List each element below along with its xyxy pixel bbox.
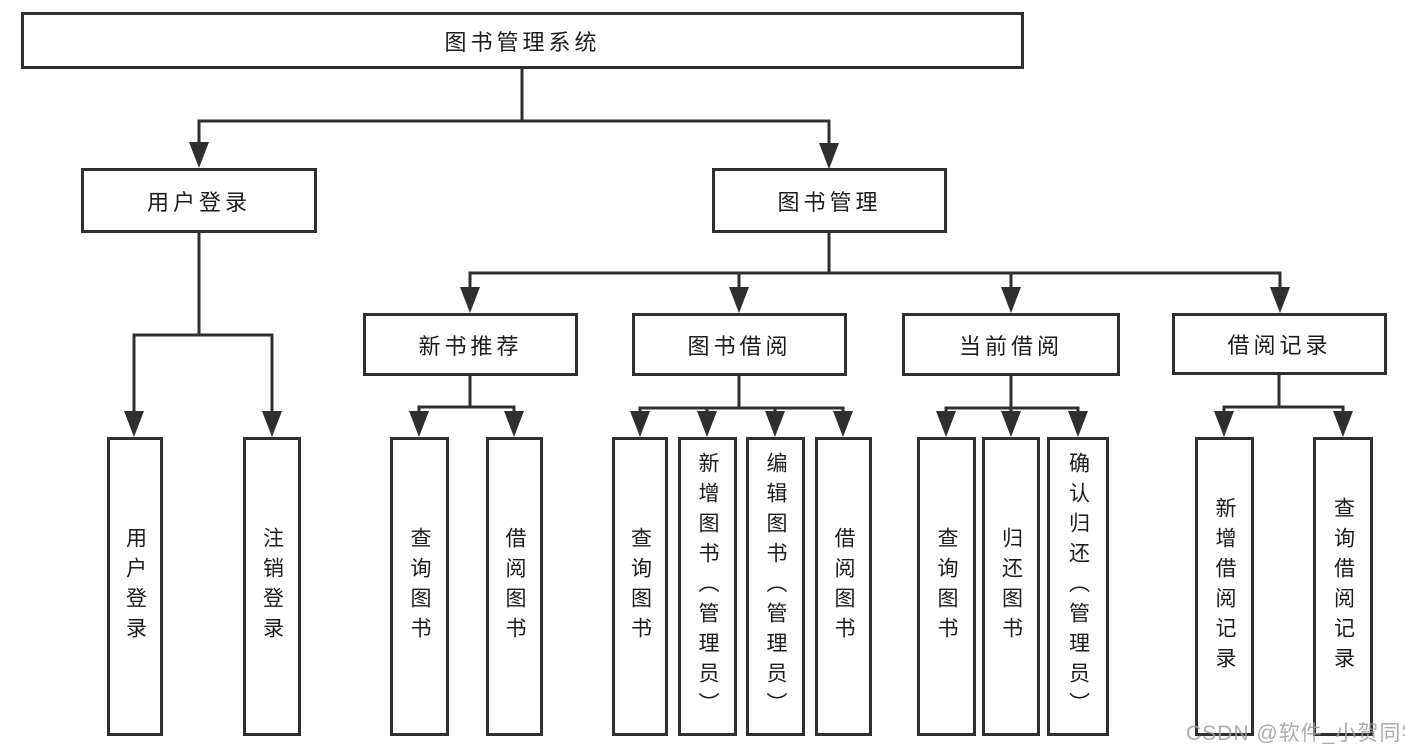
leaf-query-book-borrow: 查询图书 [612, 437, 668, 736]
node-label: 新书推荐 [418, 333, 523, 359]
connector-book-borrowing [630, 376, 853, 437]
connector-current-borrowing [936, 376, 1088, 437]
leaf-confirm-return-admin: 确认归还（管理员） [1047, 437, 1109, 736]
leaf-user-login: 用户登录 [107, 437, 163, 736]
node-label: 当前借阅 [958, 333, 1063, 359]
node-borrowing-records: 借阅记录 [1172, 313, 1387, 375]
leaf-query-book-new: 查询图书 [390, 437, 449, 736]
leaf-add-book-admin: 新增图书（管理员） [678, 437, 737, 736]
connector-new-book [409, 376, 524, 437]
leaf-query-book-current: 查询图书 [917, 437, 976, 736]
node-label: 查询图书 [935, 526, 958, 647]
node-label: 确认归还（管理员） [1066, 451, 1090, 722]
node-label: 借阅图书 [503, 526, 526, 647]
node-label: 编辑图书（管理员） [764, 451, 787, 722]
connector-borrowing-records [1214, 375, 1353, 437]
node-label: 查询借阅记录 [1331, 496, 1355, 677]
leaf-query-borrow-record: 查询借阅记录 [1313, 437, 1373, 736]
leaf-borrow-book-new: 借阅图书 [486, 437, 543, 736]
node-user-login: 用户登录 [81, 168, 317, 233]
node-book-management: 图书管理 [712, 168, 947, 233]
connector-book-management [460, 233, 1290, 313]
node-label: 新增图书（管理员） [696, 451, 719, 722]
node-label: 注销登录 [260, 526, 284, 647]
node-label: 新增借阅记录 [1213, 496, 1236, 677]
leaf-add-borrow-record: 新增借阅记录 [1195, 437, 1254, 736]
leaf-logout: 注销登录 [243, 437, 301, 736]
node-current-borrowing: 当前借阅 [902, 313, 1120, 376]
node-label: 图书管理 [777, 189, 882, 215]
leaf-borrow-book: 借阅图书 [815, 437, 872, 736]
node-label: 图书借阅 [687, 333, 792, 359]
watermark-text: CSDN @软件_小贺同学 [1186, 722, 1405, 745]
node-label: 用户登录 [123, 526, 147, 647]
connector-user-login [124, 233, 282, 437]
node-label: 查询图书 [408, 526, 431, 647]
leaf-edit-book-admin: 编辑图书（管理员） [746, 437, 805, 736]
connector-root [189, 69, 839, 169]
node-book-borrowing: 图书借阅 [632, 313, 847, 376]
node-label: 借阅图书 [832, 526, 855, 647]
node-label: 归还图书 [999, 526, 1023, 647]
node-label: 借阅记录 [1227, 333, 1332, 358]
node-label: 图书管理系统 [444, 29, 601, 55]
node-label: 查询图书 [628, 526, 652, 647]
node-new-book-recommend: 新书推荐 [363, 313, 578, 376]
node-library-management-system: 图书管理系统 [21, 12, 1024, 69]
node-label: 用户登录 [146, 189, 251, 215]
leaf-return-book: 归还图书 [982, 437, 1040, 736]
